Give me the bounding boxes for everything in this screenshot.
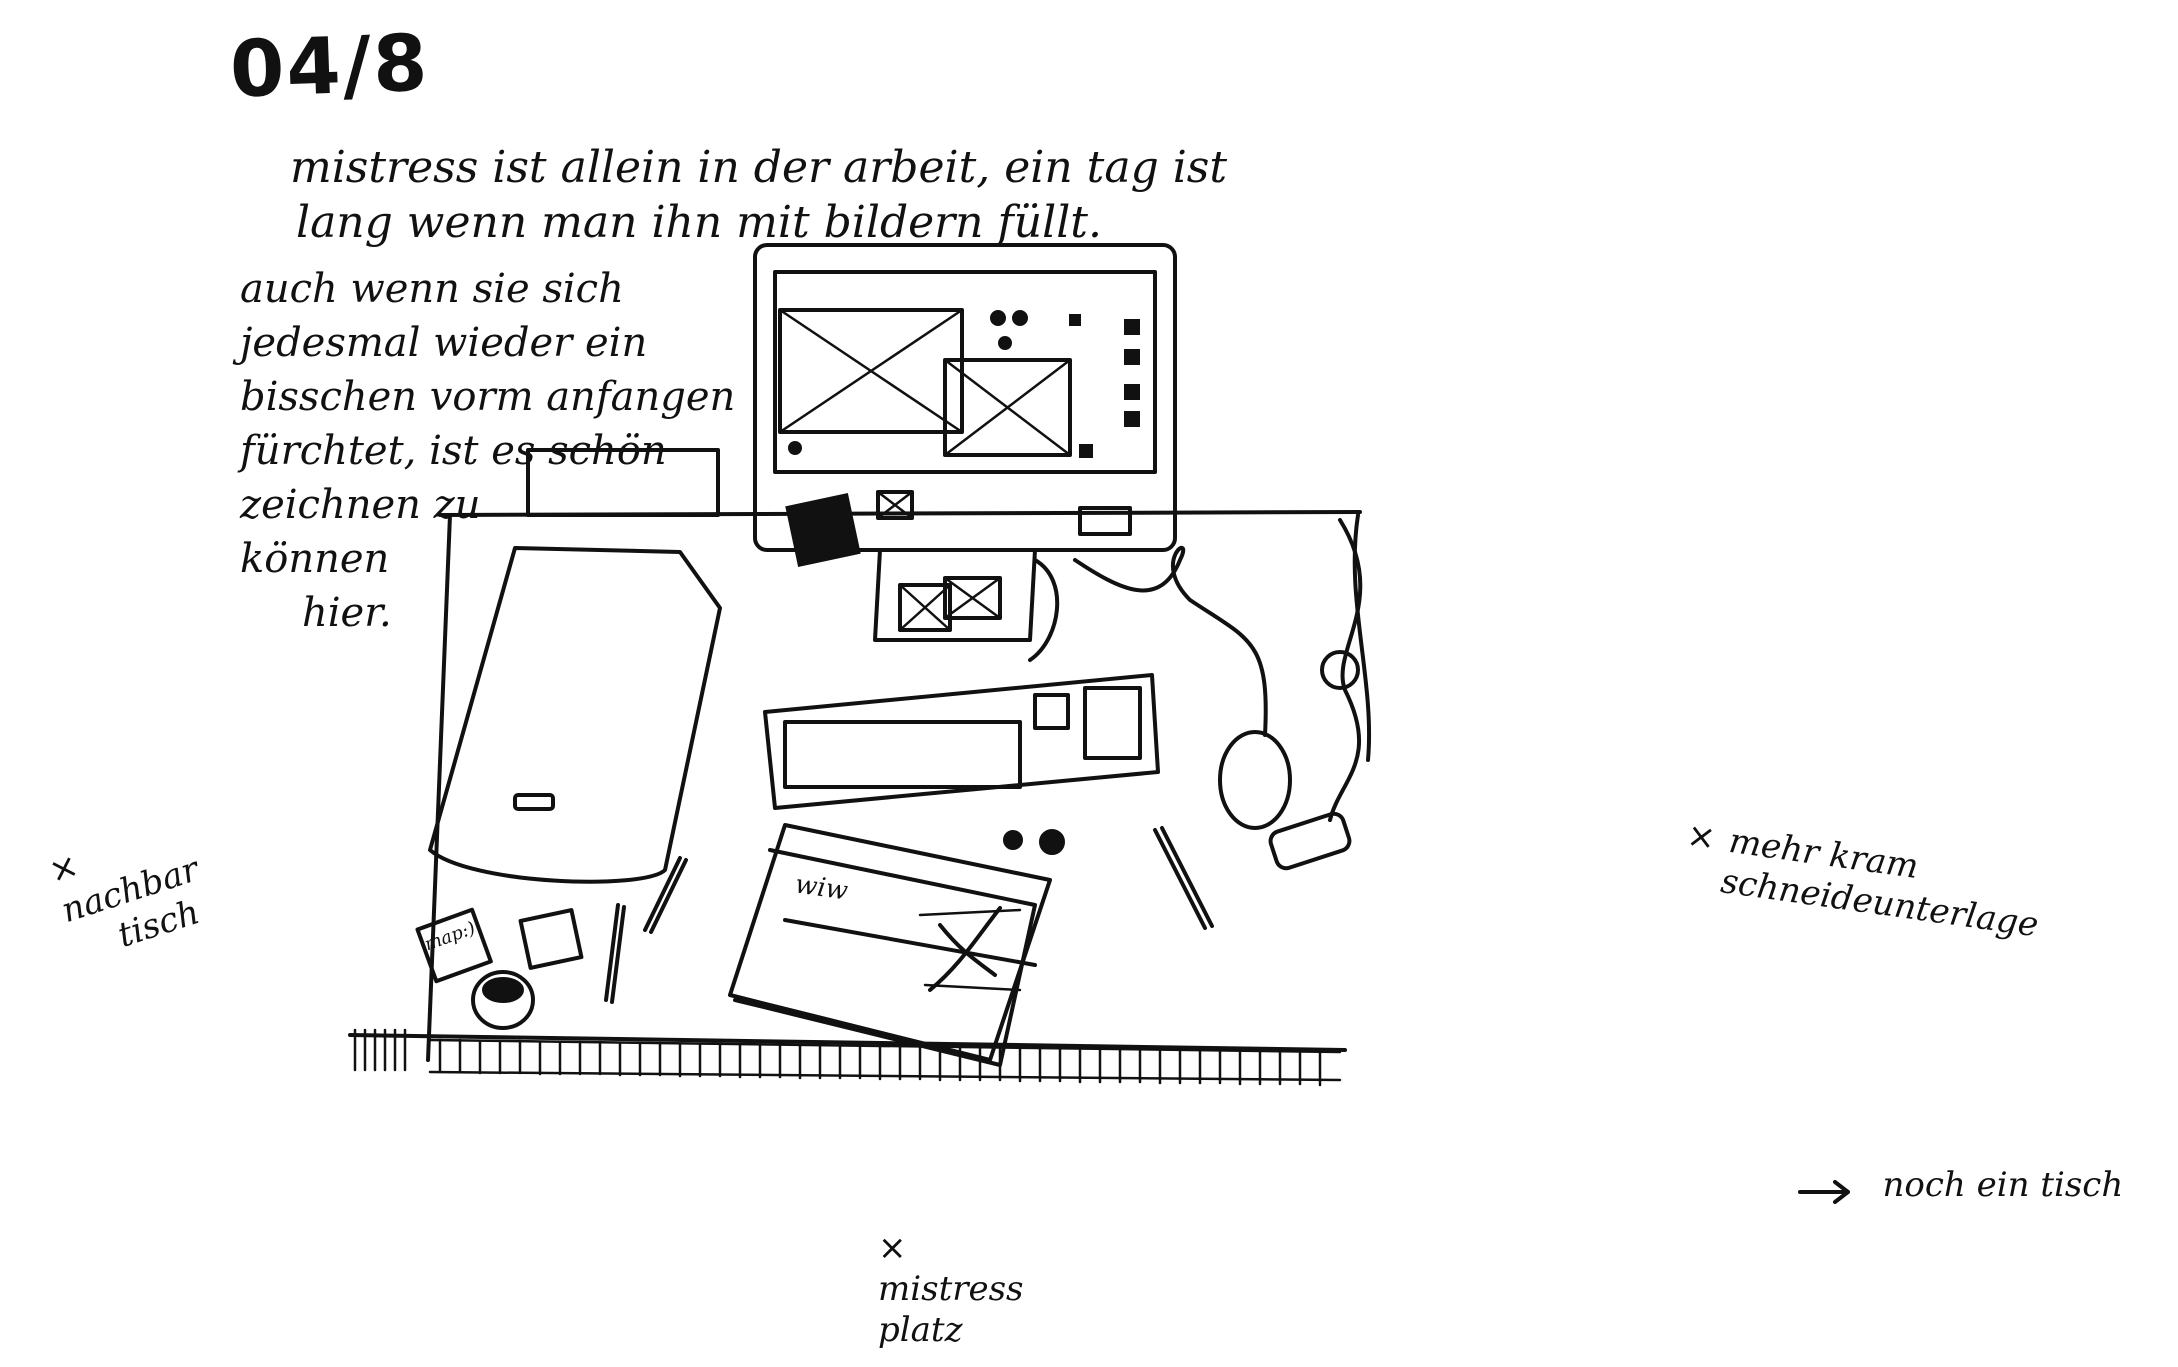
label-more-table: →noch ein tisch bbox=[1800, 1165, 2124, 1206]
note-left: auch wenn sie sich jedesmal wieder ein b… bbox=[240, 262, 735, 640]
note-left-line: zeichnen zu bbox=[240, 482, 481, 528]
note-top-line: mistress ist allein in der arbeit, ein t… bbox=[290, 142, 1228, 193]
label-seat: × mistress platz bbox=[878, 1228, 1024, 1350]
monitor-stand bbox=[873, 548, 1037, 642]
note-left-line: fürchtet, ist es schön bbox=[240, 428, 667, 474]
desk-front-edge bbox=[348, 1033, 1347, 1052]
sketch-paper bbox=[728, 823, 1052, 1062]
pencil bbox=[643, 856, 688, 934]
pencil bbox=[1153, 826, 1214, 930]
desk-front-hatching bbox=[428, 1038, 1342, 1082]
note-left-line: hier. bbox=[302, 590, 392, 636]
cross-mark: × bbox=[878, 1228, 907, 1268]
note-left-line: auch wenn sie sich bbox=[240, 266, 624, 312]
mouse bbox=[1218, 730, 1292, 830]
pencil bbox=[604, 903, 626, 1004]
ink-bottle bbox=[1003, 830, 1023, 850]
note-top: mistress ist allein in der arbeit, ein t… bbox=[290, 140, 1227, 250]
desk-box bbox=[526, 448, 720, 517]
monitor-sticker bbox=[785, 493, 861, 567]
note-left-line: bisschen vorm anfangen bbox=[240, 374, 736, 420]
desk-front-stripes bbox=[353, 1028, 1322, 1087]
note-left-line: jedesmal wieder ein bbox=[240, 320, 648, 366]
usb-stick bbox=[1268, 811, 1352, 871]
cross-mark: × bbox=[1684, 815, 1719, 859]
page-number: 04/8 bbox=[228, 18, 431, 116]
label-line: mistress bbox=[878, 1268, 1024, 1309]
ink-bottle bbox=[1039, 829, 1065, 855]
monitor-frame bbox=[753, 243, 1177, 552]
keyboard bbox=[763, 673, 1160, 810]
note-top-line: lang wenn man ihn mit bildern füllt. bbox=[296, 197, 1102, 248]
sticky-note bbox=[518, 908, 584, 970]
note-left-line: können bbox=[240, 536, 390, 582]
arrow-mark bbox=[1798, 1180, 1850, 1204]
coffee-cup bbox=[471, 970, 535, 1030]
scanner bbox=[428, 546, 722, 884]
label-line: platz bbox=[878, 1309, 963, 1350]
monitor-screen bbox=[773, 270, 1157, 474]
note-card bbox=[415, 907, 493, 984]
label-line: noch ein tisch bbox=[1882, 1165, 2124, 1205]
